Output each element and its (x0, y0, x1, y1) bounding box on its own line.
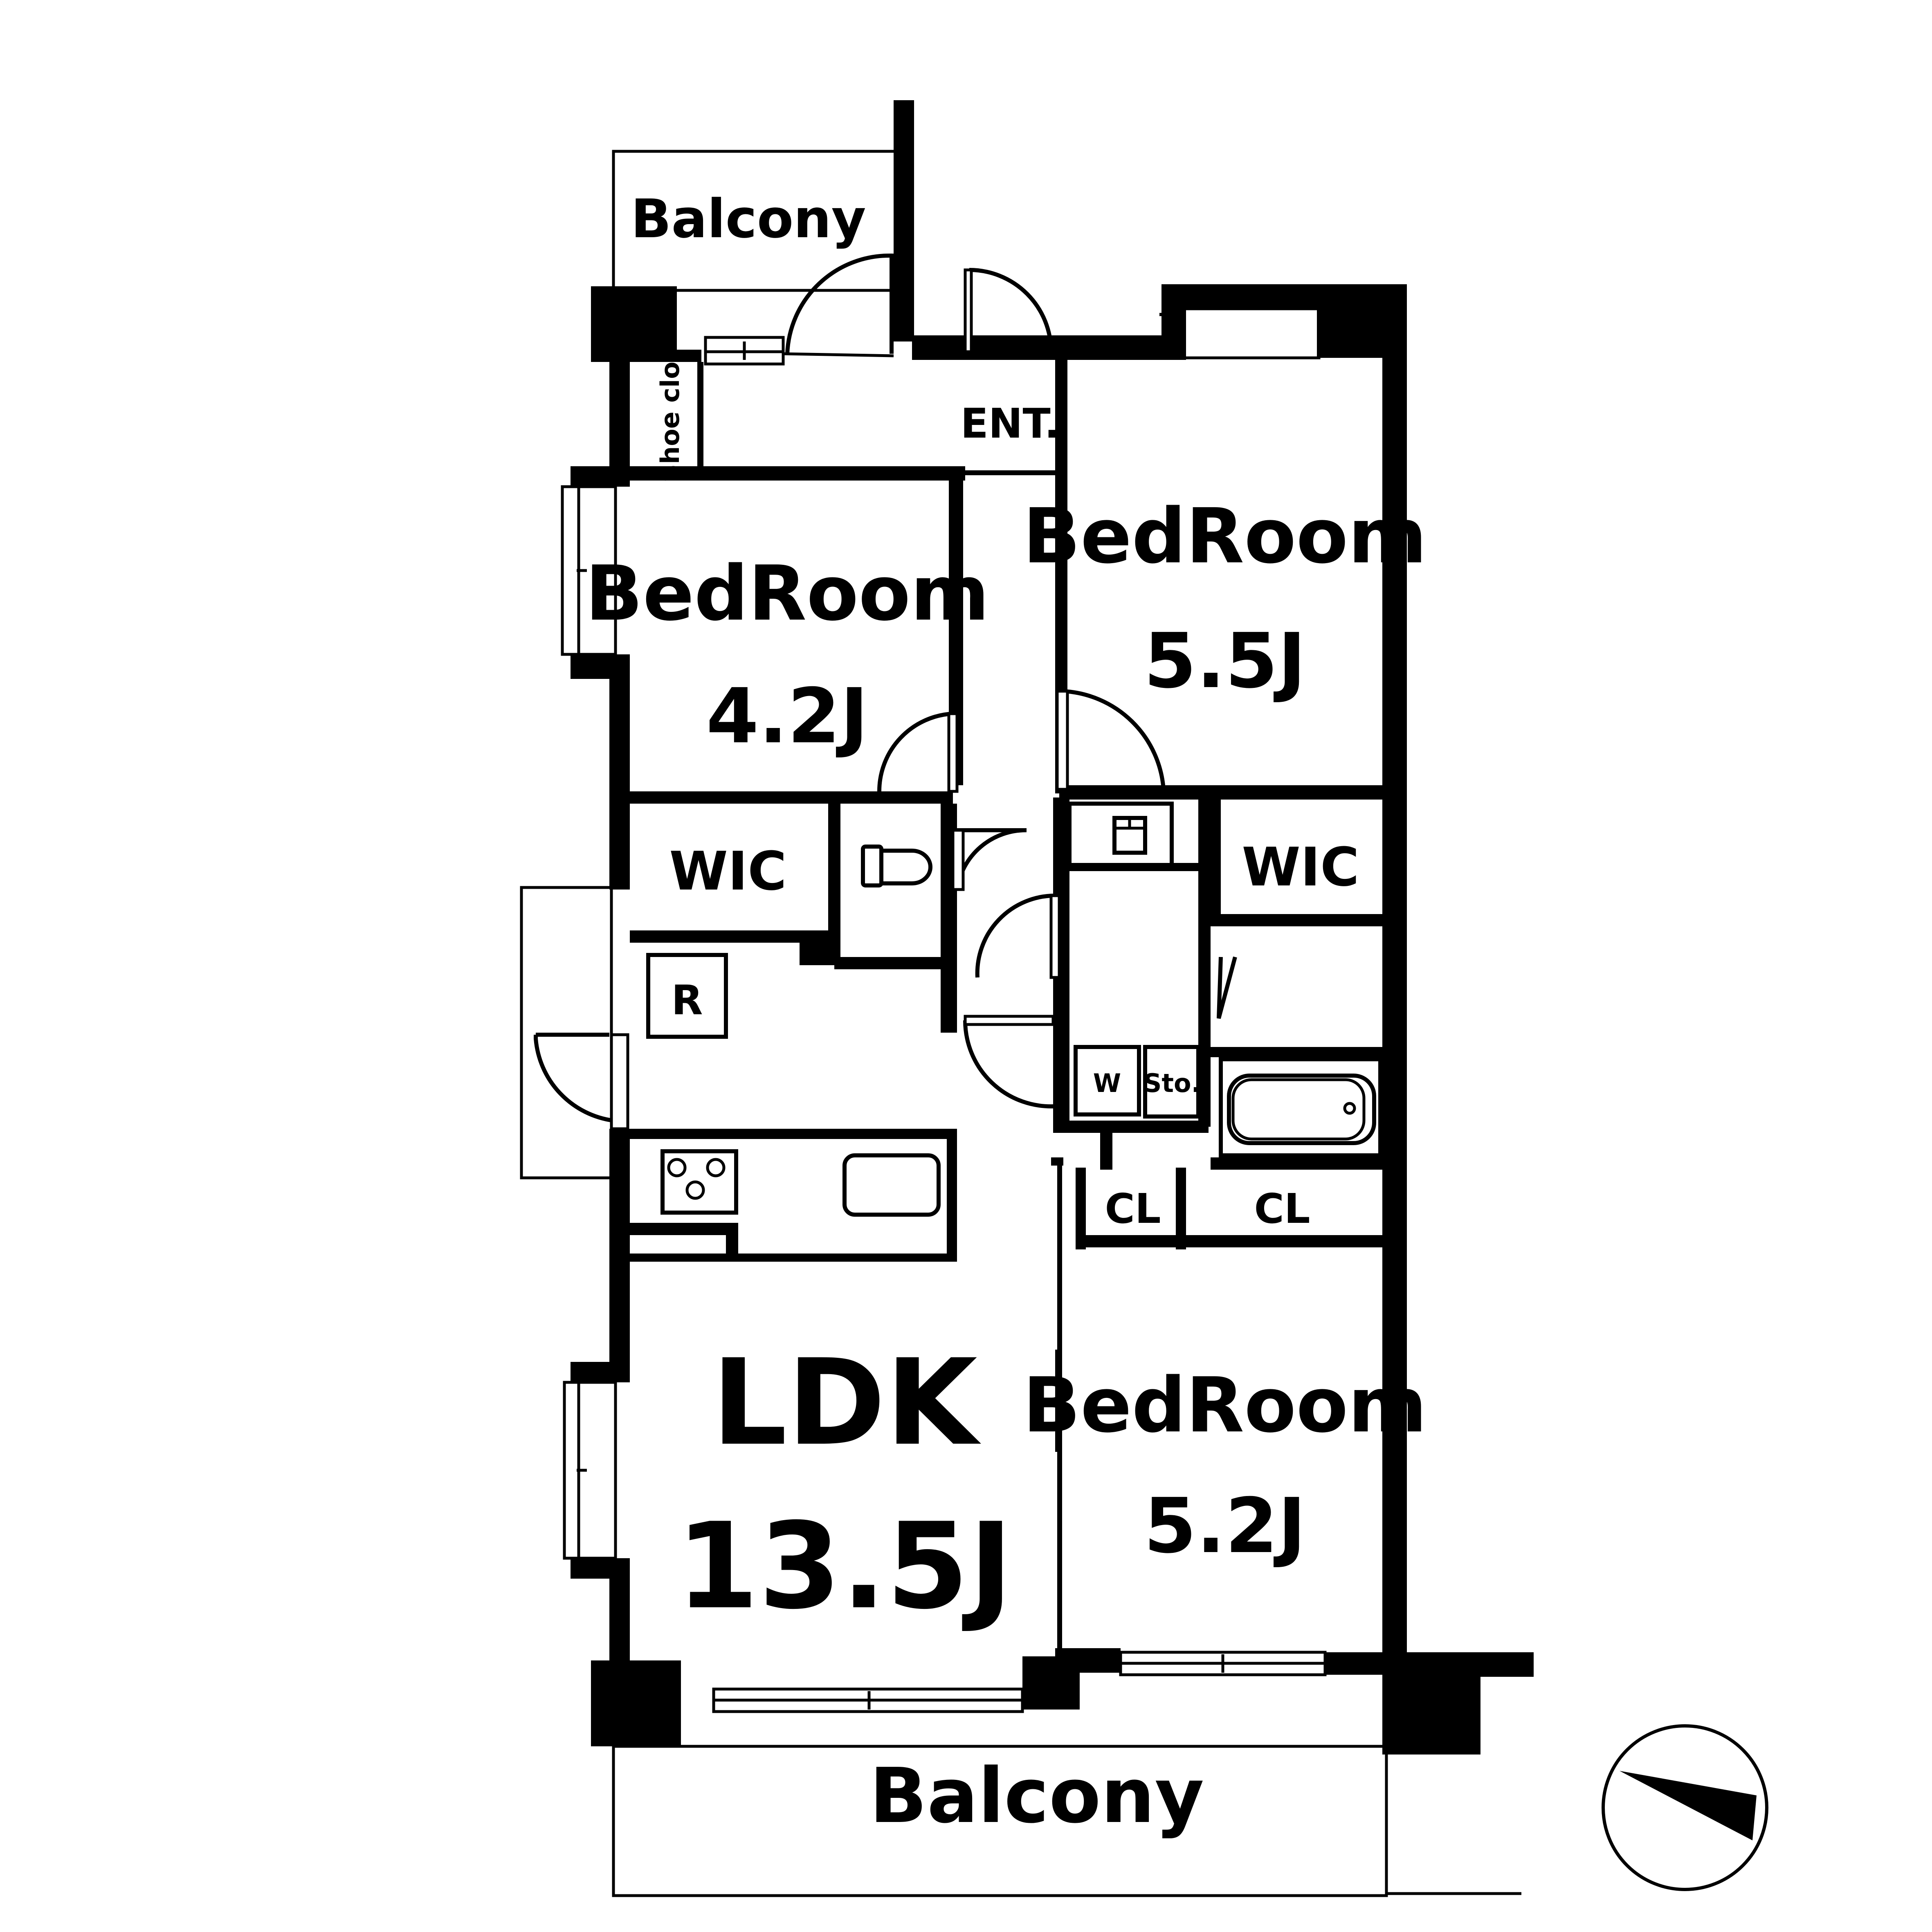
door-balcony-top (785, 253, 894, 354)
storage-box (1143, 1045, 1200, 1119)
toilet-icon (861, 845, 932, 887)
bedroom-c-name: BedRoom (1023, 1361, 1427, 1449)
sink-icon (842, 1153, 941, 1217)
storage-label: Sto. (1143, 1068, 1201, 1098)
door-washroom (975, 893, 1057, 978)
interior-walls (630, 348, 1384, 1652)
balcony-top (612, 100, 914, 341)
ldk-size: 13.5J (676, 1498, 1013, 1635)
entrance-label: ENT. (960, 400, 1060, 447)
balcony-bottom-outline (612, 1745, 1388, 1897)
wic-left-label: WIC (669, 840, 786, 902)
side-balcony (520, 886, 629, 1179)
exterior-walls (571, 284, 1534, 1755)
door-bedroom-a (877, 711, 955, 792)
washbasin-icon (1067, 802, 1200, 871)
bedroom-a-size: 4.2J (706, 672, 869, 760)
shoe-closet-label: Shoe clo. (655, 352, 685, 482)
balcony-top-label: Balcony (631, 188, 866, 250)
bedroom-b-size: 5.5J (1144, 617, 1306, 705)
closet-1-label: CL (1105, 1185, 1161, 1233)
doors (785, 253, 1237, 1109)
door-bath (1217, 956, 1237, 1019)
closet-2-label: CL (1254, 1185, 1310, 1233)
balcony-bottom (612, 1745, 1521, 1897)
balcony-bottom-label: Balcony (869, 1752, 1204, 1840)
ldk-name: LDK (712, 1334, 982, 1472)
bathtub-icon (1219, 1057, 1382, 1157)
bedroom-b-name: BedRoom (1023, 492, 1427, 580)
windows (561, 336, 1327, 1713)
washer-box (1074, 1045, 1141, 1117)
wic-right-label: WIC (1242, 836, 1359, 898)
refrigerator-box (646, 953, 728, 1039)
bedroom-a-name: BedRoom (585, 549, 989, 638)
door-hall (963, 1020, 1057, 1109)
balcony-divider-wall (894, 100, 914, 341)
north-arrow-icon (1602, 1724, 1768, 1891)
bedroom-c-size: 5.2J (1144, 1482, 1306, 1570)
refrigerator-label: R (671, 976, 703, 1024)
door-toilet (955, 828, 1027, 890)
stove-icon (660, 1149, 738, 1215)
door-bedroom-b (1063, 689, 1166, 790)
washer-label: W (1093, 1068, 1121, 1098)
fixtures (646, 307, 1382, 1217)
